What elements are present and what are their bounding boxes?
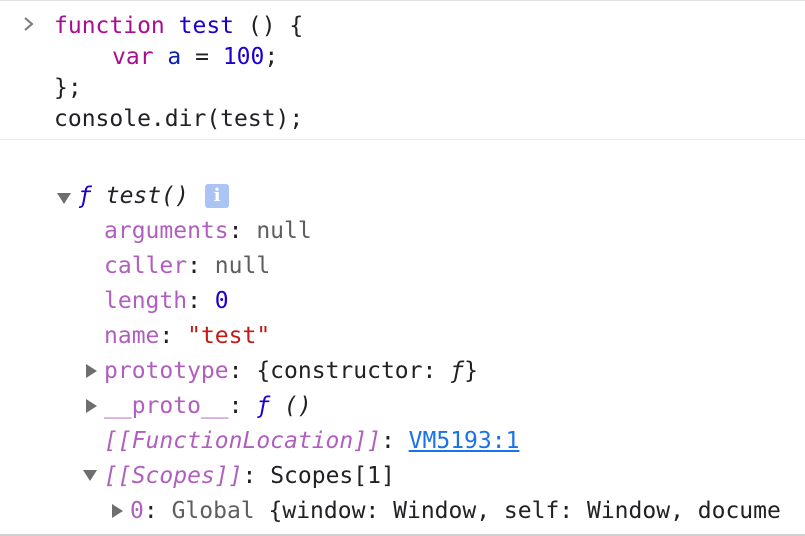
prop-row: caller: null (104, 251, 270, 281)
variable-a: a (167, 44, 182, 70)
expand-triangle-down-icon[interactable] (83, 470, 97, 481)
prop-sep: : (228, 218, 257, 244)
proto-key: __proto__ (104, 393, 229, 419)
scope-value: {window: Window, self: Window, docume (268, 498, 781, 524)
prop-sep: : (380, 428, 409, 454)
scopes-value: Scopes[1] (270, 463, 395, 489)
prototype-row[interactable]: prototype: {constructor: ƒ} (104, 356, 478, 386)
prop-sep: : (187, 253, 215, 279)
prop-sep: : (159, 323, 188, 349)
expand-triangle-down-icon[interactable] (57, 193, 71, 204)
prop-key: name (104, 323, 160, 349)
expand-triangle-right-icon[interactable] (86, 364, 97, 378)
prototype-close: } (464, 358, 478, 384)
prop-key: arguments (104, 218, 229, 244)
proto-value: () (270, 393, 312, 419)
prototype-key: prototype (104, 358, 229, 384)
function-f-symbol: ƒ (78, 183, 92, 209)
f-symbol: ƒ (450, 358, 465, 384)
prop-value: null (256, 218, 312, 244)
scope-0-row[interactable]: 0: Global {window: Window, self: Window,… (130, 496, 805, 526)
source-location-link[interactable]: VM5193:1 (408, 428, 520, 454)
scopes-key: [[Scopes]] (104, 463, 243, 489)
keyword-function: function (54, 13, 165, 39)
info-icon[interactable]: i (205, 184, 229, 208)
top-border (0, 0, 805, 1)
keyword-var: var (112, 44, 154, 70)
console-divider (0, 139, 805, 140)
scopes-row[interactable]: [[Scopes]]: Scopes[1] (104, 461, 395, 491)
number-literal: 100 (222, 44, 265, 70)
prop-sep: : (228, 358, 257, 384)
scope-index: 0 (130, 498, 144, 524)
input-line-1: function test () { (54, 11, 303, 41)
semicolon: ; (264, 44, 279, 70)
expand-triangle-right-icon[interactable] (86, 399, 97, 413)
proto-row[interactable]: __proto__: ƒ () (104, 391, 312, 421)
function-header[interactable]: ƒ test() (78, 181, 189, 211)
input-line-2: var a = 100; (112, 42, 278, 72)
input-line-4: console.dir(test); (54, 106, 304, 132)
prop-sep: : (143, 498, 172, 524)
prototype-value: {constructor: (256, 358, 451, 384)
function-location-key: [[FunctionLocation]] (104, 428, 381, 454)
prop-row: arguments: null (104, 216, 312, 246)
prop-sep: : (242, 463, 271, 489)
prop-value: "test" (187, 323, 271, 349)
prop-sep: : (187, 288, 215, 314)
scope-label: Global (171, 498, 269, 524)
prop-value: 0 (214, 288, 229, 314)
prop-value: null (214, 253, 271, 279)
prop-key: caller (104, 253, 188, 279)
prompt-chevron-icon (24, 17, 34, 31)
input-line-1-rest: () { (234, 13, 304, 39)
input-line-3: }; (54, 75, 82, 101)
f-symbol: ƒ (256, 393, 271, 419)
function-signature: test() (105, 183, 189, 209)
function-name: test (178, 13, 235, 39)
prop-row: name: "test" (104, 321, 270, 351)
expand-triangle-right-icon[interactable] (112, 504, 123, 518)
function-location-row: [[FunctionLocation]]: VM5193:1 (104, 426, 519, 456)
prop-key: length (104, 288, 188, 314)
prop-sep: : (228, 393, 257, 419)
prop-row: length: 0 (104, 286, 229, 316)
bottom-border (0, 534, 805, 536)
assign-operator: = (181, 44, 223, 70)
